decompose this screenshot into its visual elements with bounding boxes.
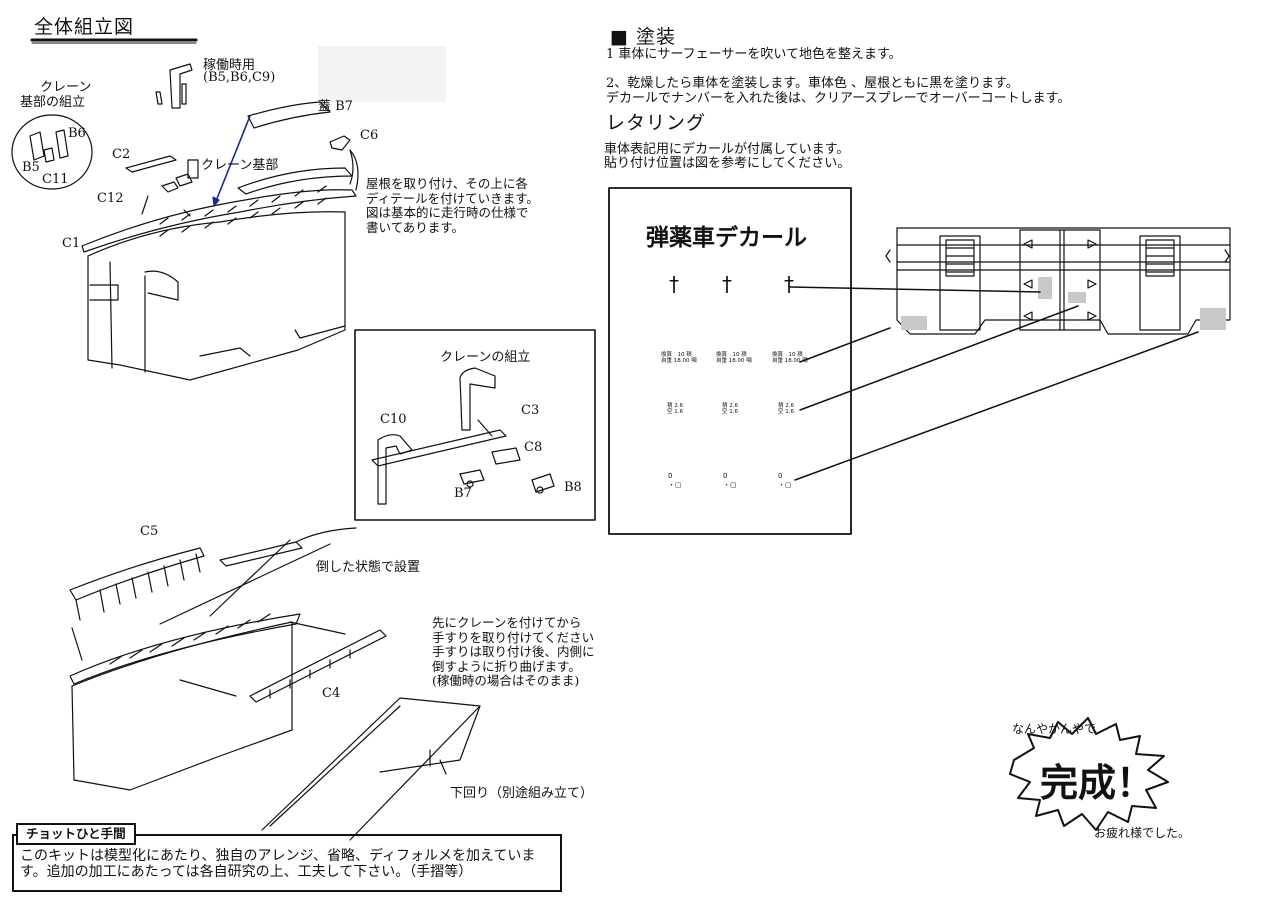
c3-label: C3 [521, 403, 540, 418]
crane-base-label: クレーン基部 [201, 158, 279, 173]
car-side-view [885, 227, 1231, 335]
lettering-line-2: 貼り付け位置は図を参考にしてください。 [604, 156, 851, 171]
tip-tab: チョットひと手間 [16, 823, 136, 845]
decal-plate-3: 換算 10 積 自重 18.00 噸 [772, 352, 808, 364]
decal-dims-3: 積 2.6 空 1.6 [778, 403, 794, 415]
decal-cross-1: † [669, 272, 679, 296]
c5-label: C5 [140, 524, 159, 539]
tip-text: このキットは模型化にあたり、独自のアレンジ、省略、ディフォルメを加えています。追… [20, 848, 536, 880]
decal-sheet-title: 弾薬車デカール [646, 225, 807, 251]
lettering-line-1: 車体表記用にデカールが付属しています。 [604, 142, 850, 157]
painting-step-1: 1 車体にサーフェーサーを吹いて地色を整えます。 [606, 47, 902, 62]
finish-lead: なんやかんやで [1012, 722, 1097, 736]
decal-mark-3: 0 ・▢ [778, 472, 792, 489]
b6-label: B6 [68, 126, 86, 141]
tip-box [12, 834, 562, 892]
decal-cross-3: † [784, 272, 794, 296]
crane-base-group-label-1: クレーン [40, 80, 92, 95]
c4-label: C4 [322, 686, 341, 701]
decal-dims-2: 積 2.6 空 1.6 [722, 403, 738, 415]
crane-base-group-label-2: 基部の組立 [20, 95, 86, 110]
car-body-top [81, 63, 359, 381]
laid-down-label: 倒した状態で設置 [316, 560, 421, 575]
decal-mark-2: 0 ・▢ [723, 472, 737, 489]
b7-label: B7 [454, 486, 472, 501]
car-body-bottom [69, 527, 481, 841]
decal-mark-1: 0 ・▢ [668, 472, 682, 489]
crane-box-title: クレーンの組立 [440, 350, 531, 365]
decal-plate-2: 換算 10 積 自重 18.00 噸 [716, 352, 752, 364]
decal-plate-1: 換算 10 積 自重 18.00 噸 [661, 352, 697, 364]
roof-note: 屋根を取り付け、その上に各 ディテールを付けていきます。 図は基本的に走行時の仕… [366, 176, 539, 235]
lettering-heading: レタリング [606, 112, 707, 134]
handrail-note: 先にクレーンを付けてから 手すりを取り付けてください 手すりは取り付け後、内側に… [432, 615, 595, 688]
decal-cross-2: † [722, 272, 732, 296]
c1-label: C1 [62, 236, 81, 251]
finish-thanks: お疲れ様でした。 [1094, 826, 1191, 840]
operation-parts-label: (B5,B6,C9) [203, 70, 276, 85]
painting-step-2-line-1: 2、乾燥したら車体を塗装します。車体色 、屋根ともに黒を塗ります。 [606, 76, 1019, 91]
c12-label: C12 [97, 191, 124, 206]
page-title: 全体組立図 [34, 16, 135, 38]
finish-complete: 完成！ [1040, 761, 1155, 805]
c2-label: C2 [112, 147, 131, 162]
undercarriage-label: 下回り（別途組み立て） [450, 786, 594, 801]
painting-heading: ■ 塗装 [610, 26, 676, 48]
c6-label: C6 [360, 128, 379, 143]
operation-title-label: 稼働時用 [203, 58, 256, 73]
b5-label: B5 [22, 160, 40, 175]
lid-b7-label: 蓋 B7 [318, 99, 353, 114]
decal-dims-1: 積 2.6 空 1.6 [667, 403, 683, 415]
c10-label: C10 [380, 412, 407, 427]
b8-label: B8 [564, 480, 582, 495]
painting-step-2-line-2: デカールでナンバーを入れた後は、クリアースプレーでオーバーコートします。 [606, 91, 1071, 106]
c8-label: C8 [524, 440, 543, 455]
c11-label: C11 [42, 172, 69, 187]
